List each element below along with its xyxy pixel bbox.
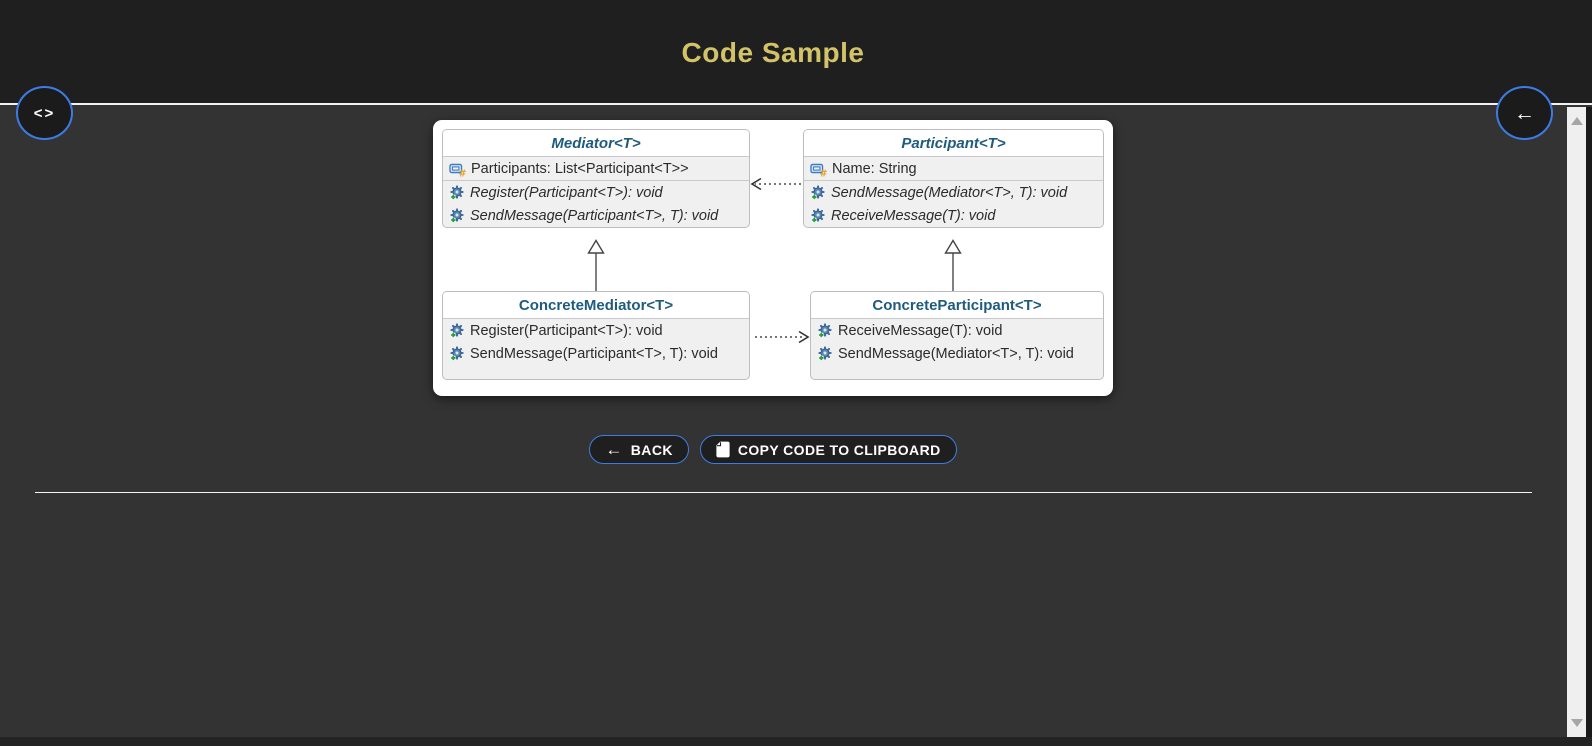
- back-button[interactable]: ← BACK: [589, 435, 689, 464]
- class-member-method: SendMessage(Participant<T>, T): void: [443, 342, 749, 365]
- uml-class-mediator: Mediator<T>#Participants: List<Participa…: [442, 129, 750, 228]
- header: Code Sample: [0, 0, 1592, 105]
- back-arrow-icon: ←: [1514, 101, 1535, 125]
- class-member-method: Register(Participant<T>): void: [443, 319, 749, 342]
- class-member-method: ReceiveMessage(T): void: [804, 204, 1103, 227]
- back-arrow-icon: ←: [605, 440, 623, 459]
- method-icon: [818, 323, 832, 338]
- method-icon: [450, 323, 464, 338]
- inheritance-arrow-concretemediator-to-mediator: [587, 239, 605, 291]
- uml-class-concrete-participant: ConcreteParticipant<T>ReceiveMessage(T):…: [810, 291, 1104, 380]
- scroll-up-arrow-icon[interactable]: [1571, 117, 1583, 125]
- class-member-method: SendMessage(Participant<T>, T): void: [443, 204, 749, 227]
- right-edge-strip: [1586, 107, 1592, 746]
- dependency-arrow-participant-to-mediator: [750, 177, 801, 191]
- uml-class-concrete-mediator: ConcreteMediator<T>Register(Participant<…: [442, 291, 750, 380]
- class-fields-section: #Participants: List<Participant<T>>: [443, 157, 749, 180]
- code-icon: <>: [33, 104, 56, 122]
- uml-diagram-panel: Mediator<T>#Participants: List<Participa…: [433, 120, 1113, 396]
- class-member-field: #Participants: List<Participant<T>>: [443, 157, 749, 180]
- dependency-arrow-concretemediator-to-concreteparticipant: [755, 330, 810, 344]
- action-button-row: ← BACK COPY CODE TO CLIPBOARD: [0, 435, 1546, 464]
- method-icon: [450, 185, 464, 200]
- class-title: Participant<T>: [804, 130, 1103, 157]
- method-icon: [811, 208, 825, 223]
- section-divider: [35, 492, 1532, 493]
- horizontal-scrollbar-track[interactable]: [0, 737, 1592, 746]
- back-button-label: BACK: [630, 441, 673, 458]
- class-title: Mediator<T>: [443, 130, 749, 157]
- class-title: ConcreteMediator<T>: [443, 292, 749, 319]
- copy-document-icon: [716, 441, 730, 458]
- method-icon: [450, 346, 464, 361]
- class-member-method: Register(Participant<T>): void: [443, 181, 749, 204]
- class-member-method: SendMessage(Mediator<T>, T): void: [811, 342, 1103, 365]
- method-icon: [818, 346, 832, 361]
- class-title: ConcreteParticipant<T>: [811, 292, 1103, 319]
- scroll-down-arrow-icon[interactable]: [1571, 719, 1583, 727]
- inheritance-arrow-concreteparticipant-to-participant: [944, 239, 962, 291]
- class-fields-section: #Name: String: [804, 157, 1103, 180]
- field-icon: #: [810, 163, 828, 178]
- class-member-field: #Name: String: [804, 157, 1103, 180]
- svg-text:#: #: [459, 169, 467, 178]
- method-icon: [811, 185, 825, 200]
- vertical-scrollbar[interactable]: [1567, 107, 1586, 737]
- code-view-toggle-button[interactable]: <>: [16, 86, 73, 140]
- uml-relations-layer: [587, 177, 962, 344]
- back-nav-button[interactable]: ←: [1496, 86, 1553, 140]
- class-member-method: SendMessage(Mediator<T>, T): void: [804, 181, 1103, 204]
- field-icon: #: [449, 163, 467, 178]
- copy-code-button[interactable]: COPY CODE TO CLIPBOARD: [699, 435, 957, 464]
- copy-code-button-label: COPY CODE TO CLIPBOARD: [737, 441, 941, 458]
- svg-text:#: #: [820, 169, 828, 178]
- method-icon: [450, 208, 464, 223]
- page-title: Code Sample: [681, 36, 865, 68]
- class-member-method: ReceiveMessage(T): void: [811, 319, 1103, 342]
